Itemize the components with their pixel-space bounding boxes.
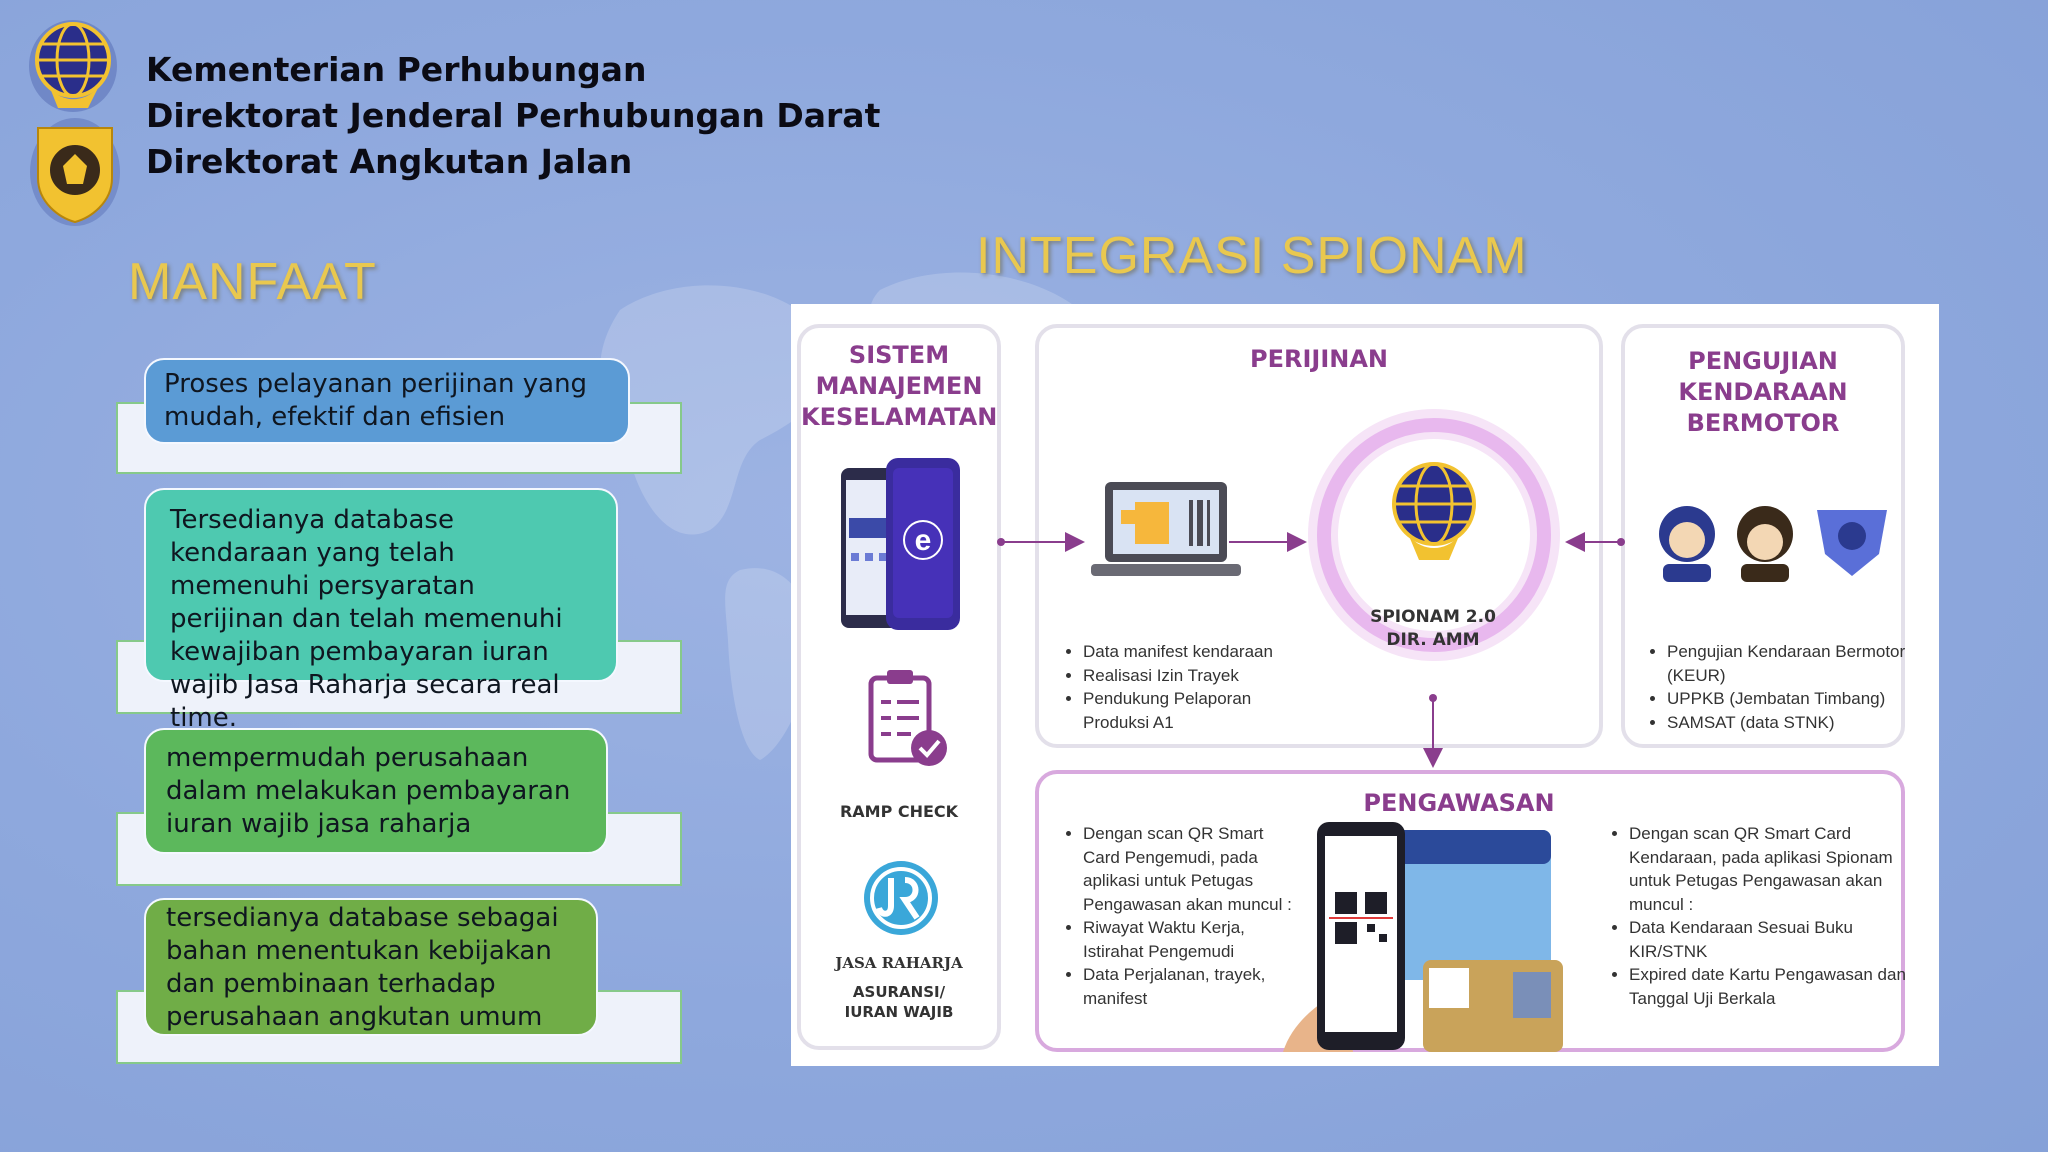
laptop-icon bbox=[1091, 482, 1241, 576]
pengawasan-title: PENGAWASAN bbox=[1363, 789, 1555, 817]
officer-mascots-icon bbox=[1659, 506, 1887, 582]
pengujian-bullets: Pengujian Kendaraan Bermotor (KEUR) UPPK… bbox=[1643, 640, 1917, 734]
connector-arrows bbox=[997, 532, 1625, 768]
jasa-raharja-label: JASA RAHARJA bbox=[835, 954, 963, 972]
ramp-check-clipboard-icon bbox=[868, 670, 947, 766]
benefit-card-2: Tersedianya database kendaraan yang tela… bbox=[144, 488, 618, 733]
benefit-card-4: tersedianya database sebagai bahan menen… bbox=[144, 898, 598, 1036]
kemenhub-globe-logo bbox=[29, 20, 117, 112]
directorate-name: Direktorat Angkutan Jalan bbox=[146, 142, 633, 181]
jasa-raharja-logo bbox=[864, 861, 938, 935]
integrasi-spionam-title: INTEGRASI SPIONAM bbox=[976, 227, 1528, 285]
qr-scan-phone-icon bbox=[1283, 822, 1563, 1052]
ramp-check-label: RAMP CHECK bbox=[839, 802, 959, 821]
sistem-panel-title: SISTEM MANAJEMEN KESELAMATAN bbox=[801, 341, 998, 431]
sistem-manajemen-keselamatan-panel: SISTEM MANAJEMEN KESELAMATAN e RAMP CHEC… bbox=[797, 324, 1001, 1050]
asuransi-label: ASURANSI/ IURAN WAJIB bbox=[844, 983, 954, 1021]
perijinan-bullets: Data manifest kendaraan Realisasi Izin T… bbox=[1059, 640, 1313, 734]
pengujian-kendaraan-panel: PENGUJIAN KENDARAAN BERMOTOR Pengujian K… bbox=[1621, 324, 1905, 748]
svg-text:e: e bbox=[915, 524, 932, 557]
perijinan-title: PERIJINAN bbox=[1250, 345, 1388, 373]
dishub-shield-logo bbox=[30, 118, 120, 226]
pengawasan-panel: PENGAWASAN Dengan scan QR Smart Card Pen… bbox=[1035, 770, 1906, 1052]
spionam-integration-diagram: SISTEM MANAJEMEN KESELAMATAN e RAMP CHEC… bbox=[791, 304, 1939, 1066]
pengawasan-left-bullets: Dengan scan QR Smart Card Pengemudi, pad… bbox=[1059, 822, 1303, 1010]
e-logbook-phone-icon: e bbox=[841, 458, 960, 630]
benefit-text: Proses pelayanan perijinan yang mudah, e… bbox=[164, 369, 588, 432]
spionam-hub-label: SPIONAM 2.0 DIR. AMM bbox=[1370, 607, 1496, 650]
benefit-card-3: mempermudah perusahaan dalam melakukan p… bbox=[144, 728, 608, 854]
benefit-card-1: Proses pelayanan perijinan yang mudah, e… bbox=[144, 358, 630, 444]
directorate-general-name: Direktorat Jenderal Perhubungan Darat bbox=[146, 96, 881, 135]
benefit-text: mempermudah perusahaan dalam melakukan p… bbox=[166, 743, 571, 839]
benefit-text: Tersedianya database kendaraan yang tela… bbox=[170, 505, 563, 733]
kemenhub-globe-logo bbox=[1392, 462, 1476, 560]
pengujian-title: PENGUJIAN KENDARAAN BERMOTOR bbox=[1678, 347, 1848, 437]
pengawasan-right-bullets: Dengan scan QR Smart Card Kendaraan, pad… bbox=[1605, 822, 1919, 1010]
ministry-name: Kementerian Perhubungan bbox=[146, 50, 647, 89]
manfaat-title: MANFAAT bbox=[128, 253, 377, 311]
benefit-text: tersedianya database sebagai bahan menen… bbox=[166, 903, 559, 1032]
